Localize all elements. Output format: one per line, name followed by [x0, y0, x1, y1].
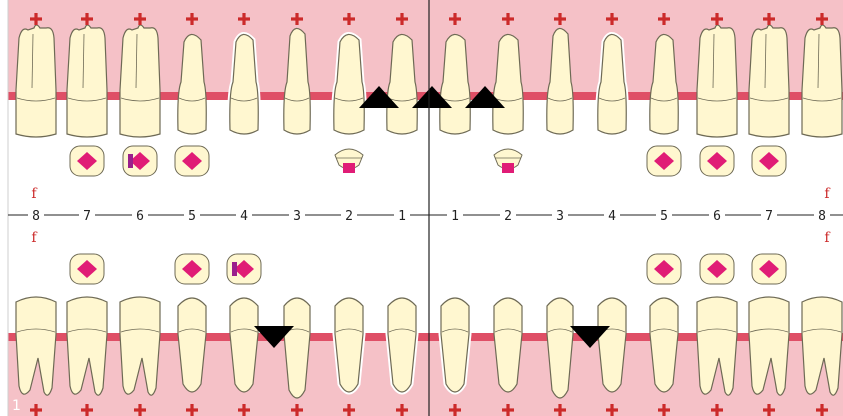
tooth-number-right-3: 3: [293, 209, 301, 224]
lower-occlusal-row[interactable]: [70, 254, 786, 284]
upper-occlusal-left-7[interactable]: [752, 146, 786, 176]
upper-occlusal-left-5[interactable]: [647, 146, 681, 176]
tooth-number-left-7: 7: [765, 209, 773, 224]
lower-tooth-right-1[interactable]: [388, 298, 416, 392]
flag-upper-left: f: [824, 186, 831, 202]
tooth-number-line: 8 7 6 5 4 3 2 1 1 2 3 4 5 6 7 8: [8, 206, 843, 224]
lower-tooth-left-4[interactable]: [598, 298, 626, 392]
upper-tooth-right-6[interactable]: [120, 25, 160, 137]
tooth-number-right-8: 8: [32, 209, 40, 224]
lower-tooth-right-5[interactable]: [178, 298, 206, 392]
upper-occlusal-left-6[interactable]: [700, 146, 734, 176]
tooth-number-left-4: 4: [608, 209, 616, 224]
upper-occlusal-left-2[interactable]: [494, 149, 522, 173]
tooth-number-left-8: 8: [818, 209, 826, 224]
tooth-number-right-1: 1: [398, 209, 406, 224]
lower-occlusal-left-6[interactable]: [700, 254, 734, 284]
upper-occlusal-right-6[interactable]: [123, 146, 157, 176]
upper-tooth-right-2[interactable]: [334, 34, 364, 134]
upper-tooth-left-6[interactable]: [697, 25, 737, 137]
tooth-number-right-2: 2: [345, 209, 353, 224]
lower-tooth-left-3[interactable]: [547, 298, 573, 398]
upper-tooth-left-7[interactable]: [749, 25, 789, 137]
upper-occlusal-row[interactable]: [70, 146, 786, 176]
tooth-number-left-3: 3: [556, 209, 564, 224]
tooth-number-left-6: 6: [713, 209, 721, 224]
tooth-number-right-7: 7: [83, 209, 91, 224]
flag-lower-left: f: [824, 230, 831, 246]
upper-occlusal-right-7[interactable]: [70, 146, 104, 176]
upper-tooth-right-4[interactable]: [230, 34, 258, 134]
tooth-number-left-1: 1: [451, 209, 459, 224]
upper-occlusal-right-2[interactable]: [335, 149, 363, 173]
lower-tooth-right-3[interactable]: [284, 298, 310, 398]
lower-occlusal-left-7[interactable]: [752, 254, 786, 284]
lower-tooth-left-2[interactable]: [494, 298, 522, 392]
tooth-number-right-6: 6: [136, 209, 144, 224]
upper-occlusal-right-5[interactable]: [175, 146, 209, 176]
lower-occlusal-right-7[interactable]: [70, 254, 104, 284]
tooth-number-right-4: 4: [240, 209, 248, 224]
lower-tooth-right-4[interactable]: [230, 298, 258, 392]
upper-tooth-right-7[interactable]: [67, 25, 107, 137]
lower-occlusal-right-4[interactable]: [227, 254, 261, 284]
flag-lower-right: f: [31, 230, 38, 246]
lower-tooth-left-1[interactable]: [441, 298, 469, 392]
lower-tooth-left-5[interactable]: [650, 298, 678, 392]
upper-tooth-left-4[interactable]: [598, 34, 626, 134]
tooth-number-right-5: 5: [188, 209, 196, 224]
page-number: 1: [12, 398, 21, 414]
lower-occlusal-right-5[interactable]: [175, 254, 209, 284]
tooth-number-left-2: 2: [504, 209, 512, 224]
upper-tooth-left-8[interactable]: [802, 25, 842, 137]
flag-upper-right: f: [31, 186, 38, 202]
upper-tooth-right-8[interactable]: [16, 25, 56, 137]
lower-tooth-right-2[interactable]: [335, 298, 363, 392]
lower-occlusal-left-5[interactable]: [647, 254, 681, 284]
tooth-number-left-5: 5: [660, 209, 668, 224]
